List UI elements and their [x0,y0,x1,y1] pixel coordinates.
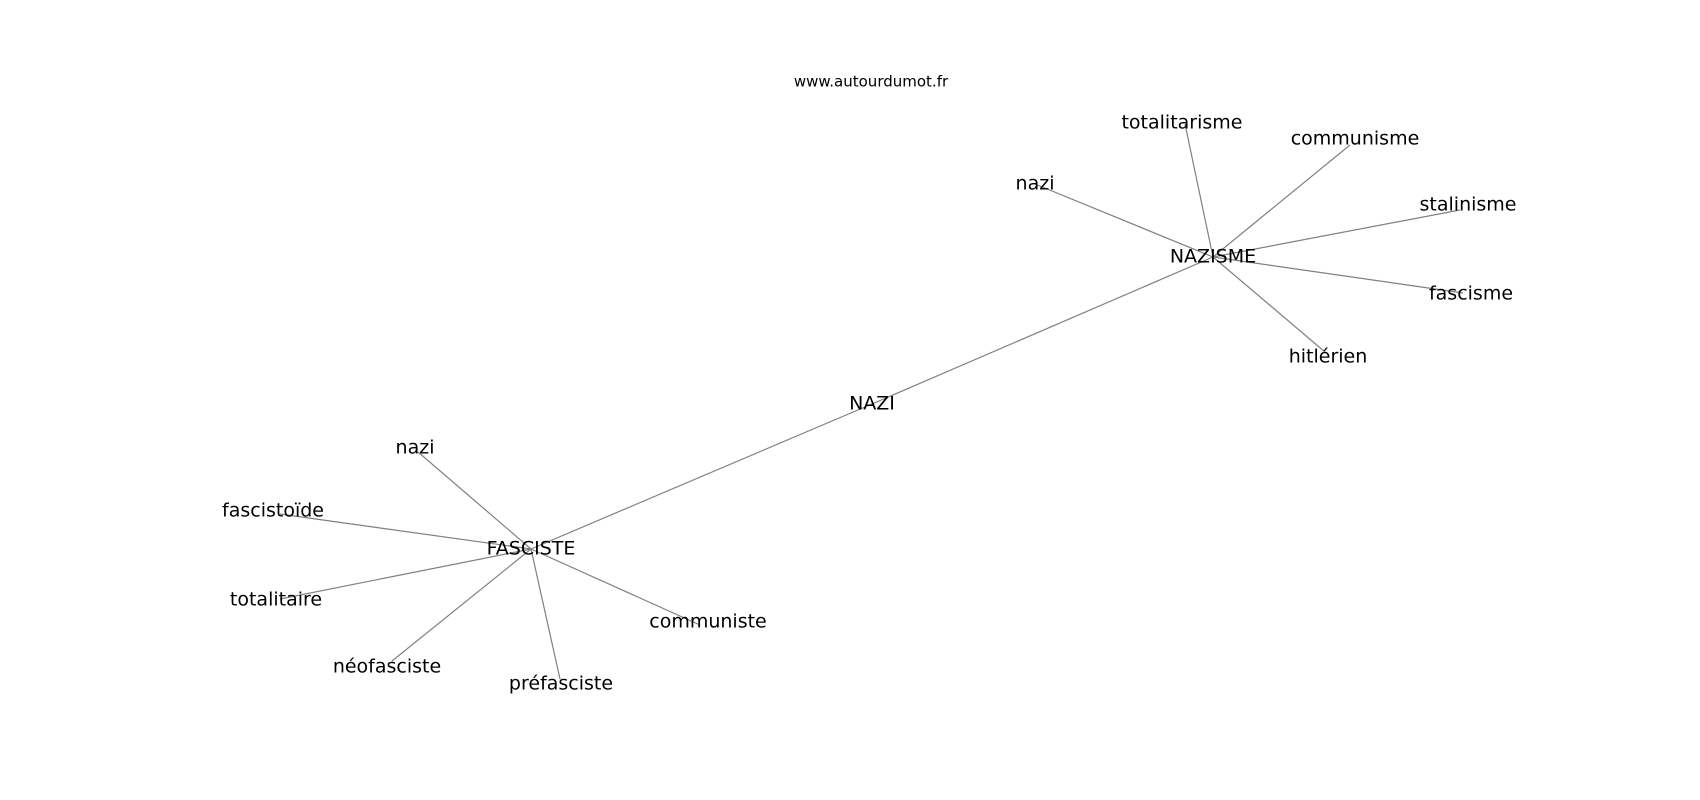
node-nazisme-neighbor[interactable]: fascisme [1429,283,1513,305]
edge-fasciste-1 [279,513,532,550]
edge-fasciste-5 [530,548,701,626]
edge-fasciste-2 [279,548,532,600]
watermark: www.autourdumot.fr [794,73,949,91]
node-nazisme-neighbor[interactable]: totalitarisme [1121,112,1242,134]
edge-nazisme-0 [1034,183,1214,258]
node-fasciste-neighbor[interactable]: fascistoïde [222,500,324,522]
node-fasciste-neighbor[interactable]: communiste [649,611,767,633]
edge-center-nazisme [871,256,1214,405]
node-fasciste-neighbor[interactable]: préfasciste [509,673,613,695]
edge-fasciste-4 [530,548,561,680]
node-fasciste-neighbor[interactable]: nazi [396,437,435,459]
node-fasciste-neighbor[interactable]: totalitaire [230,589,322,611]
node-center[interactable]: NAZI [849,393,895,415]
node-fasciste-neighbor[interactable]: néofasciste [333,656,441,678]
edge-fasciste-3 [391,548,532,662]
node-nazisme-neighbor[interactable]: nazi [1016,173,1055,195]
edge-nazisme-5 [1212,256,1326,353]
edge-nazisme-2 [1212,144,1351,258]
graph-labels: www.autourdumot.fr NAZI NAZISME nazi totali… [222,73,1516,695]
node-nazisme-neighbor[interactable]: communisme [1291,128,1420,150]
node-hub-nazisme[interactable]: NAZISME [1170,246,1256,268]
node-nazisme-neighbor[interactable]: hitlérien [1289,346,1368,368]
node-nazisme-neighbor[interactable]: stalinisme [1420,194,1517,216]
edge-nazisme-4 [1212,256,1464,294]
node-hub-fasciste[interactable]: FASCISTE [487,538,576,560]
graph-edges [279,123,1464,680]
edge-nazisme-3 [1212,209,1461,258]
edge-center-fasciste [530,403,873,550]
edge-nazisme-1 [1184,123,1214,258]
edge-fasciste-0 [417,451,532,550]
